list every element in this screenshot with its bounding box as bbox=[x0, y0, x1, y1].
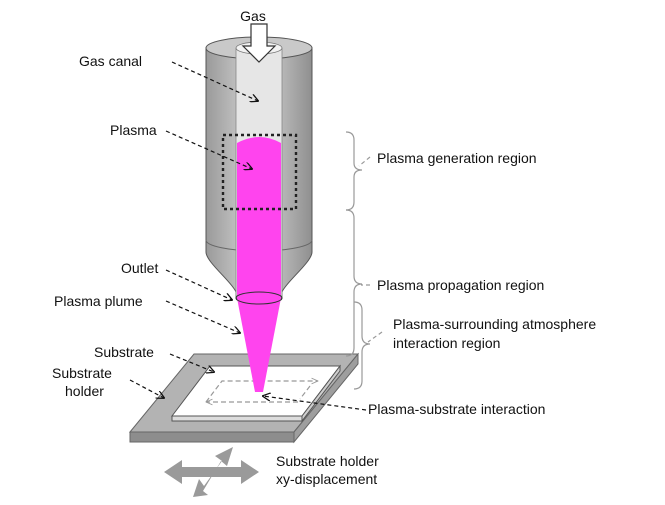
generation-region-box bbox=[221, 133, 298, 211]
substrate bbox=[170, 364, 342, 423]
pointer-arrows bbox=[129, 61, 367, 411]
label-xy-line2: xy-displacement bbox=[276, 471, 377, 487]
arrow-substrate bbox=[169, 353, 214, 372]
arrow-gas-canal bbox=[171, 61, 258, 101]
label-atmosphere-line2: interaction region bbox=[393, 335, 500, 351]
label-holder-line2: holder bbox=[65, 383, 104, 399]
label-gas-canal: Gas canal bbox=[79, 53, 142, 69]
xy-displacement-arrow bbox=[164, 447, 259, 497]
label-substrate-interaction: Plasma-substrate interaction bbox=[368, 401, 545, 417]
label-plasma: Plasma bbox=[110, 122, 157, 138]
label-holder-line1: Substrate bbox=[52, 365, 112, 381]
label-outlet: Outlet bbox=[121, 260, 158, 276]
label-gas: Gas bbox=[240, 8, 266, 24]
plasma-plume bbox=[237, 298, 281, 392]
label-plasma-plume: Plasma plume bbox=[54, 293, 143, 309]
label-xy-line1: Substrate holder bbox=[276, 453, 379, 469]
label-substrate: Substrate bbox=[94, 344, 154, 360]
plasma bbox=[237, 137, 281, 392]
label-generation-region: Plasma generation region bbox=[377, 150, 537, 166]
brace-atmosphere bbox=[353, 301, 371, 390]
outlet-ring-front bbox=[235, 291, 283, 305]
brace-propagation bbox=[345, 209, 363, 357]
arrow-plasma bbox=[165, 130, 252, 169]
arrow-holder bbox=[129, 379, 164, 398]
brace-generation bbox=[345, 131, 363, 211]
gas-inlet-arrow bbox=[241, 23, 277, 63]
label-propagation-region: Plasma propagation region bbox=[377, 277, 544, 293]
arrow-interaction bbox=[263, 396, 367, 411]
label-atmosphere-line1: Plasma-surrounding atmosphere bbox=[393, 316, 596, 332]
region-braces bbox=[345, 131, 371, 390]
arrow-outlet bbox=[165, 269, 232, 300]
arrow-plume bbox=[165, 300, 240, 333]
